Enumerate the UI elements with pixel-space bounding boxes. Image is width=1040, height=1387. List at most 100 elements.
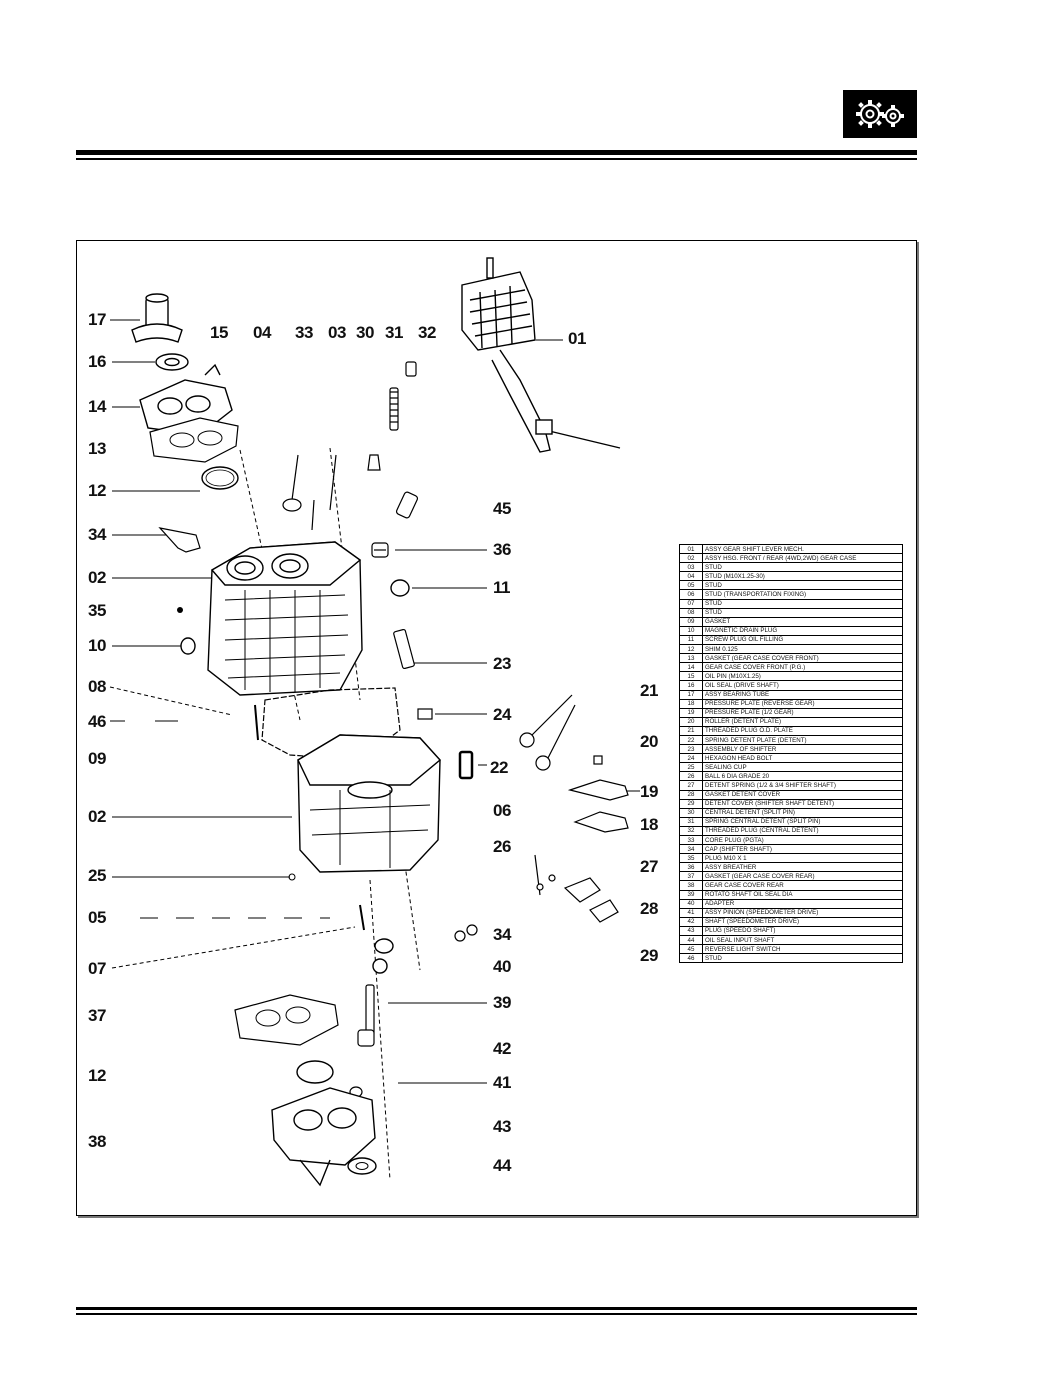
part-number: 02 — [679, 553, 703, 564]
part-description: GEAR CASE COVER REAR — [702, 880, 903, 891]
callout-20: 20 — [640, 732, 658, 751]
header-rule-thin — [76, 158, 917, 160]
callout-12-front: 12 — [88, 481, 106, 500]
callout-22: 22 — [490, 758, 508, 777]
part-description: STUD (TRANSPORTATION FIXING) — [702, 589, 903, 600]
part-number: 01 — [679, 543, 703, 555]
callout-38: 38 — [88, 1132, 106, 1151]
part-description: HEXAGON HEAD BOLT — [702, 753, 903, 764]
part-number: 39 — [679, 889, 703, 900]
callout-17: 17 — [88, 310, 106, 329]
part-description: STUD — [702, 607, 903, 618]
part-number: 11 — [679, 634, 703, 646]
part-number: 42 — [679, 916, 703, 927]
callout-02-lower: 02 — [88, 807, 106, 826]
part-description: ASSY BREATHER — [702, 862, 903, 873]
callout-23: 23 — [493, 654, 511, 673]
part-description: DETENT SPRING (1/2 & 3/4 SHIFTER SHAFT) — [702, 780, 903, 791]
part-number: 26 — [679, 771, 703, 782]
part-description: ROTATO SHAFT OIL SEAL DIA — [702, 889, 903, 900]
part-number: 45 — [679, 944, 703, 955]
part-number: 04 — [679, 571, 703, 582]
callout-14: 14 — [88, 397, 106, 416]
part-number: 24 — [679, 753, 703, 764]
part-description: OIL PIN (M10X1.25) — [702, 671, 903, 682]
callout-08: 08 — [88, 677, 106, 696]
callout-28: 28 — [640, 899, 658, 918]
part-description: GASKET DETENT COVER — [702, 789, 903, 800]
part-number: 46 — [679, 953, 703, 964]
gears-icon — [856, 100, 904, 128]
footer-rule-thick — [76, 1307, 917, 1310]
part-number: 21 — [679, 725, 703, 736]
callout-34-upper: 34 — [88, 525, 106, 544]
part-description: ASSY HSG. FRONT / REAR (4WD,2WD) GEAR CA… — [702, 553, 903, 564]
part-description: SPRING CENTRAL DETENT (SPLIT PIN) — [702, 816, 903, 827]
part-number: 20 — [679, 716, 703, 727]
part-description: SEALING CUP — [702, 762, 903, 773]
part-number: 16 — [679, 680, 703, 691]
part-number: 08 — [679, 607, 703, 618]
part-number: 32 — [679, 825, 703, 837]
callout-19: 19 — [640, 782, 658, 801]
part-number: 03 — [679, 562, 703, 573]
callout-39: 39 — [493, 993, 511, 1012]
part-number: 29 — [679, 798, 703, 809]
part-description: GASKET (GEAR CASE COVER REAR) — [702, 871, 903, 882]
part-number: 09 — [679, 616, 703, 627]
part-number: 19 — [679, 707, 703, 718]
part-description: MAGNETIC DRAIN PLUG — [702, 625, 903, 636]
part-description: THREADED PLUG (CENTRAL DETENT) — [702, 825, 903, 837]
part-description: OIL SEAL (DRIVE SHAFT) — [702, 680, 903, 691]
callout-40: 40 — [493, 957, 511, 976]
callout-42: 42 — [493, 1039, 511, 1058]
part-description: ASSY BEARING TUBE — [702, 689, 903, 700]
part-number: 28 — [679, 789, 703, 800]
part-description: STUD — [702, 562, 903, 573]
part-number: 27 — [679, 780, 703, 791]
part-number: 30 — [679, 807, 703, 818]
part-description: GASKET (GEAR CASE COVER FRONT) — [702, 653, 903, 664]
part-number: 18 — [679, 698, 703, 709]
part-description: STUD — [702, 598, 903, 609]
part-number: 13 — [679, 653, 703, 664]
callout-29: 29 — [640, 946, 658, 965]
callout-04: 04 — [253, 323, 271, 342]
callout-41: 41 — [493, 1073, 511, 1092]
part-number: 12 — [679, 644, 703, 655]
part-number: 33 — [679, 834, 703, 846]
part-description: PLUG (SPEEDO SHAFT) — [702, 925, 903, 937]
part-number: 22 — [679, 734, 703, 746]
callout-02-upper: 02 — [88, 568, 106, 587]
callout-03: 03 — [328, 323, 346, 342]
part-number: 25 — [679, 762, 703, 773]
part-description: SPRING DETENT PLATE (DETENT) — [702, 734, 903, 746]
part-number: 07 — [679, 598, 703, 609]
callout-34-lower: 34 — [493, 925, 511, 944]
